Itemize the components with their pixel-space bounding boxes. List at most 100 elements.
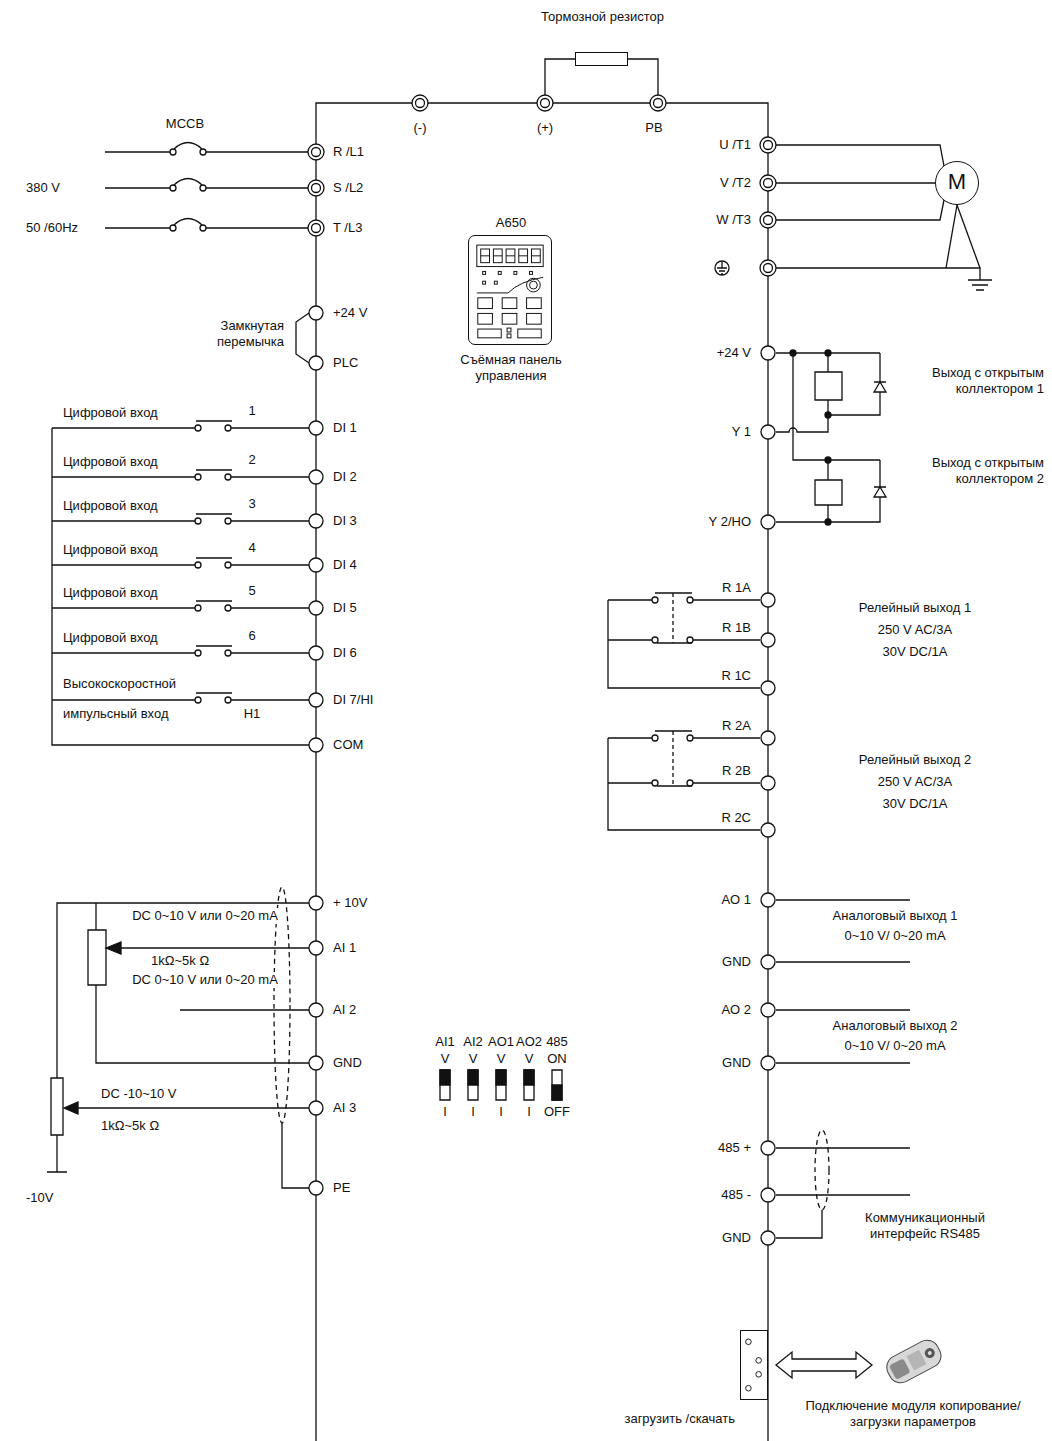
terminal xyxy=(764,179,773,188)
diagram-label: Y 2/HO xyxy=(708,514,752,530)
terminal xyxy=(309,646,323,660)
wire xyxy=(608,593,760,688)
wire xyxy=(170,149,176,155)
diagram-label: 485 - xyxy=(720,1187,752,1203)
diagram-label: V xyxy=(440,1051,451,1067)
diagram-label: AI 1 xyxy=(332,940,357,956)
control-panel-art xyxy=(530,271,533,274)
diagram-label: DI 5 xyxy=(332,600,358,616)
diagram-label: I xyxy=(442,1104,448,1120)
diagram-label: 485 xyxy=(545,1034,569,1050)
control-panel-art xyxy=(481,255,541,256)
wire xyxy=(524,1070,534,1085)
wire xyxy=(608,731,760,830)
diagram-label: AI1 xyxy=(434,1034,456,1050)
terminal xyxy=(309,306,323,320)
wire xyxy=(106,942,121,954)
wire xyxy=(524,1070,534,1100)
terminal xyxy=(654,99,663,108)
terminal xyxy=(761,731,775,745)
diagram-label: AI2 xyxy=(462,1034,484,1050)
diagram-label: 2 xyxy=(247,452,256,468)
wire xyxy=(52,428,309,745)
node-text: A650 xyxy=(496,215,526,231)
wire xyxy=(52,693,309,700)
wire xyxy=(105,143,308,153)
control-panel: A650Съёмная панель управления xyxy=(468,235,552,345)
wire xyxy=(776,200,944,220)
diagram-label: DC -10~10 V xyxy=(100,1086,178,1102)
diagram-label: V xyxy=(524,1051,535,1067)
wire xyxy=(687,597,693,603)
wire xyxy=(225,650,231,656)
control-panel-art xyxy=(494,281,497,284)
terminal xyxy=(760,137,776,153)
terminal xyxy=(761,681,775,695)
terminal xyxy=(309,470,323,484)
wire xyxy=(776,1210,822,1238)
wire xyxy=(715,261,729,275)
diagram-label: Релейный выход 2 xyxy=(858,752,972,768)
wire xyxy=(76,1107,309,1108)
diagram-label: Цифровой вход xyxy=(62,498,159,514)
diagram-label: AI 2 xyxy=(332,1002,357,1018)
diagram-label: V /T2 xyxy=(719,175,752,191)
control-panel-art xyxy=(478,298,493,309)
wire xyxy=(64,1102,78,1114)
wire xyxy=(440,1070,450,1100)
terminal xyxy=(416,99,425,108)
control-panel-art xyxy=(530,281,538,289)
diagram-label: Аналоговый выход 1 xyxy=(832,908,959,924)
wire xyxy=(776,182,935,183)
terminal xyxy=(761,1188,775,1202)
wire xyxy=(225,518,231,524)
wire xyxy=(776,460,880,522)
diagram-label: DI 3 xyxy=(332,513,358,529)
terminal xyxy=(309,1101,323,1115)
diagram-label: I xyxy=(470,1104,476,1120)
wire xyxy=(440,1070,450,1085)
diagram-label: 4 xyxy=(247,540,256,556)
wire xyxy=(687,637,693,643)
wire xyxy=(957,205,980,268)
wire xyxy=(776,268,980,280)
diagram-label: V xyxy=(468,1051,479,1067)
wire xyxy=(815,372,842,400)
wire xyxy=(776,1148,910,1195)
control-panel-art xyxy=(477,277,543,293)
control-panel-art xyxy=(518,329,541,338)
wire xyxy=(628,59,658,95)
diagram-label: Релейный выход 1 xyxy=(858,600,972,616)
terminal xyxy=(537,95,553,111)
diagram-label: Аналоговый выход 2 xyxy=(832,1018,959,1034)
terminal xyxy=(309,693,323,707)
wire xyxy=(717,262,727,274)
diagram-label: GND xyxy=(721,1055,752,1071)
diagram-label: H1 xyxy=(243,706,262,722)
wire xyxy=(316,103,768,1441)
diagram-label: Замкнутая перемычка xyxy=(201,318,285,350)
wire xyxy=(652,735,658,741)
wire xyxy=(825,457,831,463)
terminal xyxy=(760,175,776,191)
wire xyxy=(468,1070,478,1100)
copy-port-art xyxy=(746,1339,762,1391)
diagram-label: R 1B xyxy=(721,620,752,636)
node-text: M xyxy=(936,162,978,202)
wire xyxy=(652,780,658,786)
diagram-label: (-) xyxy=(413,120,428,136)
diagram-label: R 2B xyxy=(721,763,752,779)
wire xyxy=(225,605,231,611)
diagram-label: R /L1 xyxy=(332,144,365,160)
diagram-label: U /T1 xyxy=(718,137,752,153)
terminal xyxy=(308,144,324,160)
wire xyxy=(52,421,309,428)
diagram-label: DI 4 xyxy=(332,557,358,573)
wire xyxy=(552,1070,562,1100)
wire xyxy=(552,1085,562,1100)
wire xyxy=(874,382,886,392)
diagram-label: AO 2 xyxy=(720,1002,752,1018)
terminal xyxy=(309,421,323,435)
diagram-label: PE xyxy=(332,1180,351,1196)
diagram-label: GND xyxy=(721,1230,752,1246)
